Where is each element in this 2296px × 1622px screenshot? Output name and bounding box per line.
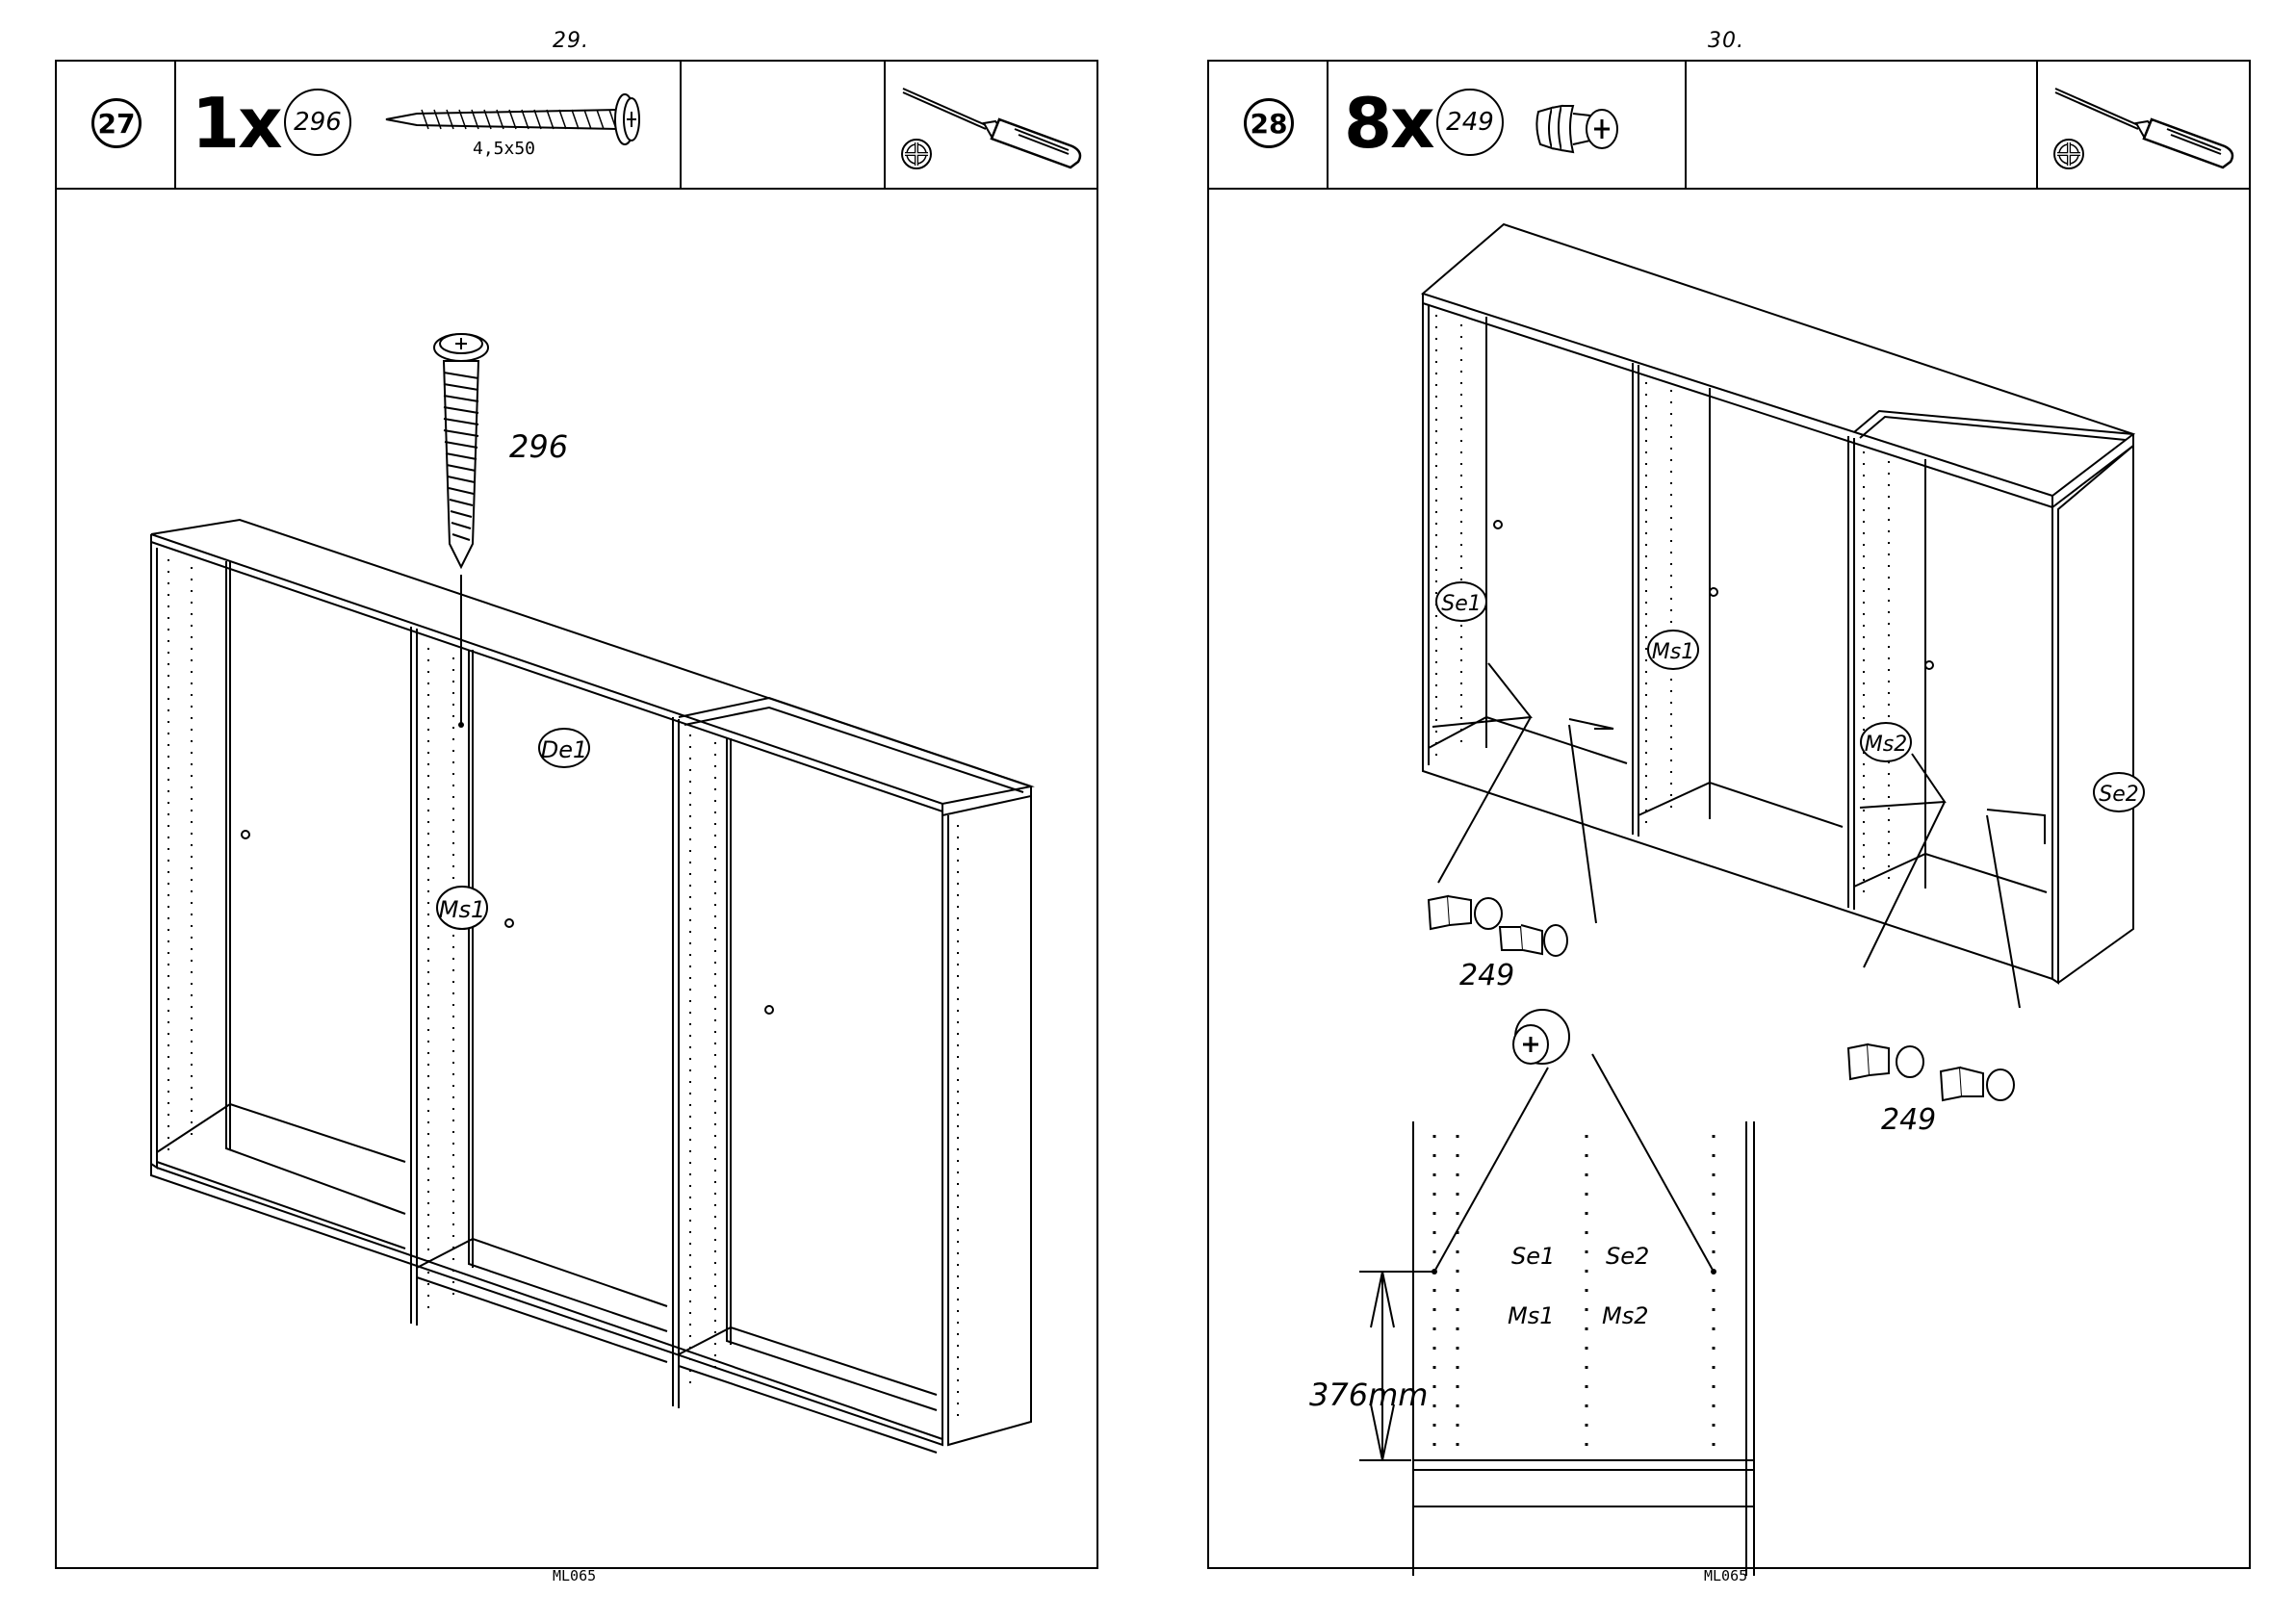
instruction-frame: 28 8x 249 [1207, 60, 2251, 1569]
wardrobe-illustration: 296 De1 Ms1 [57, 190, 1096, 1566]
panel-label-ms1: Ms1 [1652, 640, 1694, 664]
hole-rows [168, 559, 958, 1422]
step-cell: 28 [1209, 62, 1329, 188]
quantity: 8x [1344, 89, 1433, 158]
dimension-label: 376mm [1309, 1377, 1428, 1413]
wardrobe-outline [1423, 224, 2133, 983]
empty-cell [1687, 62, 2038, 188]
code-label-left: 249 [1459, 959, 1514, 992]
panel-label-ms1: Ms1 [439, 896, 485, 923]
phillips-head-icon [2051, 137, 2086, 171]
phillips-head-icon [899, 137, 934, 171]
detail-hole-rows [1434, 1135, 1714, 1451]
parts-cell: 1x 296 4,5x50 [176, 62, 682, 188]
shelf-support-pin-icon [1533, 98, 1629, 160]
pins-right [1848, 1044, 2014, 1100]
screw-icon [378, 81, 648, 139]
page-number: 29. [553, 29, 589, 53]
code-label-right: 249 [1881, 1103, 1936, 1137]
detail-label-se1: Se1 [1511, 1243, 1555, 1270]
detail-label-ms1: Ms1 [1508, 1302, 1554, 1329]
detail-label-ms2: Ms2 [1602, 1302, 1648, 1329]
footer-code: ML065 [1704, 1567, 1747, 1584]
quantity: 1x [192, 89, 281, 158]
instruction-frame: 27 1x 296 4,5x50 [55, 60, 1098, 1569]
step-header: 27 1x 296 4,5x50 [57, 62, 1096, 190]
panel-label-de1: De1 [541, 736, 588, 763]
page-number: 30. [1708, 29, 1744, 53]
screw-296-icon [434, 334, 488, 567]
dimension-line [1359, 1272, 1432, 1460]
tool-cell [2038, 62, 2249, 188]
pin-detail-icon [1513, 1010, 1569, 1064]
part-code-badge: 249 [1436, 89, 1504, 156]
screw-size: 4,5x50 [473, 139, 535, 159]
detail-panel [1413, 1121, 1754, 1576]
step-number: 28 [1244, 98, 1294, 148]
empty-cell [682, 62, 886, 188]
detail-label-se2: Se2 [1606, 1243, 1649, 1270]
panel-label-ms2: Ms2 [1865, 733, 1907, 757]
footer-code: ML065 [553, 1567, 596, 1584]
step-number: 27 [91, 98, 142, 148]
wardrobe-outline [151, 520, 1031, 1453]
step-cell: 27 [57, 62, 176, 188]
panel-label-se1: Se1 [1441, 592, 1482, 616]
wardrobe-back-illustration: Se1 Ms1 Ms2 Se2 249 [1209, 190, 2249, 1566]
pins-left [1429, 896, 1567, 956]
screw-code-label: 296 [509, 428, 568, 465]
hole-rows [1436, 315, 1889, 900]
tool-cell [886, 62, 1096, 188]
parts-cell: 8x 249 [1329, 62, 1687, 188]
part-code-badge: 296 [284, 89, 351, 156]
panel-label-se2: Se2 [2099, 783, 2139, 807]
step-header: 28 8x 249 [1209, 62, 2249, 190]
